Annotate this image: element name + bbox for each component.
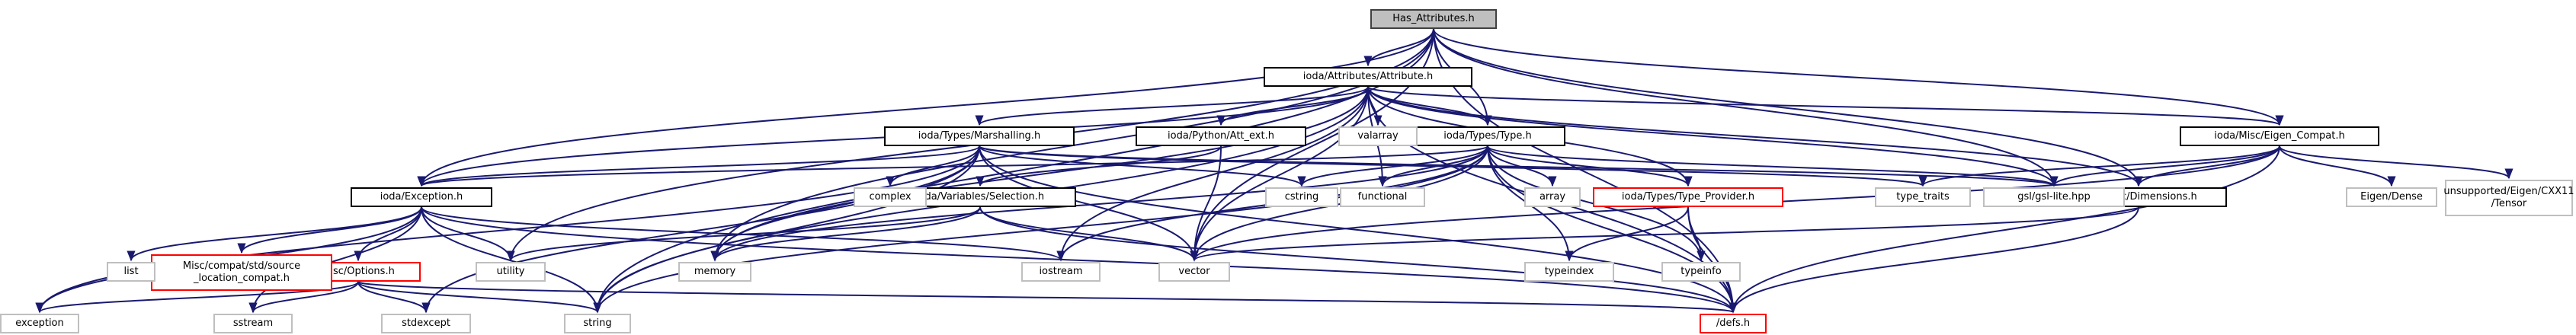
node-iostream: iostream [1021, 262, 1101, 282]
node-valarray: valarray [1338, 126, 1418, 146]
node-list: list [107, 262, 155, 282]
node-gsl-lite-hpp: gsl/gsl-lite.hpp [1983, 187, 2125, 207]
node-functional: functional [1340, 187, 1425, 207]
edge-dimensions-to-vector [1190, 206, 2139, 262]
edge-marshalling-to-exception [417, 145, 980, 187]
node-eigen-compat-h[interactable]: ioda/Misc/Eigen_Compat.h [2180, 126, 2379, 146]
edge-attribute-to-att_ext [1216, 86, 1369, 126]
edge-eigen_compat-to-type_traits [1918, 145, 2280, 187]
node-has-attributes-h[interactable]: Has_Attributes.h [1370, 9, 1497, 29]
node-exception-h[interactable]: ioda/Exception.h [351, 187, 492, 207]
edge-attribute-to-iostream [1056, 86, 1369, 262]
node-eigen-tensor: unsupported/Eigen/CXX11 /Tensor [2443, 180, 2574, 216]
edge-marshalling-to-string [593, 145, 980, 314]
node-vector: vector [1158, 262, 1230, 282]
edge-marshalling-to-cstring [979, 145, 1306, 187]
edge-options-to-exception_std [35, 281, 359, 314]
edge-options-to-sstream [248, 281, 359, 314]
edge-marshalling-to-gsl [979, 145, 2058, 187]
node-type-h[interactable]: ioda/Types/Type.h [1410, 126, 1565, 146]
node-defs-h: /defs.h [1700, 314, 1767, 333]
edge-eigen_compat-to-defs [1729, 145, 2280, 314]
node-memory: memory [678, 262, 751, 282]
edge-eigen_compat-to-eigen_dense [2279, 145, 2396, 187]
edge-selection-to-utility [506, 206, 981, 262]
edge-has_attributes-to-gsl [1433, 28, 2059, 187]
node-typeindex: typeindex [1524, 262, 1614, 282]
edge-exception-to-compat_source [237, 206, 422, 254]
edge-type_h-to-gsl [1487, 145, 2059, 187]
node-utility: utility [476, 262, 546, 282]
edge-dimensions-to-defs [1729, 206, 2139, 314]
edge-att_ext-to-vector [1190, 145, 1222, 262]
node-complex: complex [854, 187, 927, 207]
edge-type_h-to-type_provider [1487, 145, 1693, 187]
node-array: array [1524, 187, 1581, 207]
edge-type_h-to-string [593, 145, 1488, 314]
node-typeinfo: typeinfo [1661, 262, 1741, 282]
edge-type_provider-to-typeindex [1565, 206, 1689, 262]
edge-marshalling-to-vector [979, 145, 1199, 262]
edge-exception-to-utility [421, 206, 515, 262]
edge-selection-to-memory [710, 206, 981, 262]
edge-eigen_compat-to-eigen_tensor [2279, 145, 2514, 180]
node-attribute-h[interactable]: ioda/Attributes/Attribute.h [1264, 67, 1472, 87]
node-source-location-compat-h: Misc/compat/std/source _location_compat.… [151, 254, 332, 291]
node-type-provider-h: ioda/Types/Type_Provider.h [1593, 187, 1783, 207]
node-att-ext-h[interactable]: ioda/Python/Att_ext.h [1136, 126, 1306, 146]
edge-type_h-to-array [1487, 145, 1557, 187]
node-string: string [564, 314, 631, 333]
edge-options-to-stdexcept [357, 281, 431, 314]
node-marshalling-h[interactable]: ioda/Types/Marshalling.h [884, 126, 1075, 146]
edge-att_ext-to-selection [976, 145, 1222, 187]
edge-attribute-to-memory [710, 86, 1369, 262]
edge-attribute-to-vector [1190, 86, 1369, 262]
edge-has_attributes-to-dimensions [1433, 28, 2143, 187]
edge-selection-to-defs [979, 206, 1738, 314]
edge-eigen_compat-to-dimensions [2134, 145, 2280, 187]
edge-type_h-to-defs [1487, 145, 1738, 314]
node-type-traits: type_traits [1875, 187, 1971, 207]
edge-marshalling-to-stdexcept [421, 145, 980, 314]
node-stdexcept: stdexcept [381, 314, 471, 333]
edge-exception-to-defs [421, 206, 1738, 314]
node-eigen-dense: Eigen/Dense [2346, 187, 2437, 207]
edge-has_attributes-to-exception [417, 28, 1434, 187]
edge-type_h-to-exception [418, 145, 1488, 187]
edge-attribute-to-gsl [1367, 86, 2059, 187]
node-sstream: sstream [213, 314, 293, 333]
edge-attribute-to-marshalling [975, 86, 1369, 126]
node-cstring: cstring [1265, 187, 1338, 207]
edge-has_attributes-to-attribute [1363, 28, 1434, 67]
edge-attribute-to-eigen_compat [1367, 86, 2283, 126]
edge-marshalling-to-exception_std [35, 145, 980, 314]
edge-eigen_compat-to-gsl [2049, 145, 2280, 187]
edge-type_h-to-memory [710, 145, 1488, 262]
edge-has_attributes-to-eigen_compat [1433, 28, 2284, 126]
edge-selection-to-vector [979, 206, 1199, 262]
edge-options-to-string [357, 281, 602, 314]
edge-type_h-to-cstring [1297, 145, 1488, 187]
edge-options-to-defs [357, 281, 1737, 314]
edge-type_provider-to-defs [1687, 206, 1738, 314]
node-exception: exception [0, 314, 79, 333]
